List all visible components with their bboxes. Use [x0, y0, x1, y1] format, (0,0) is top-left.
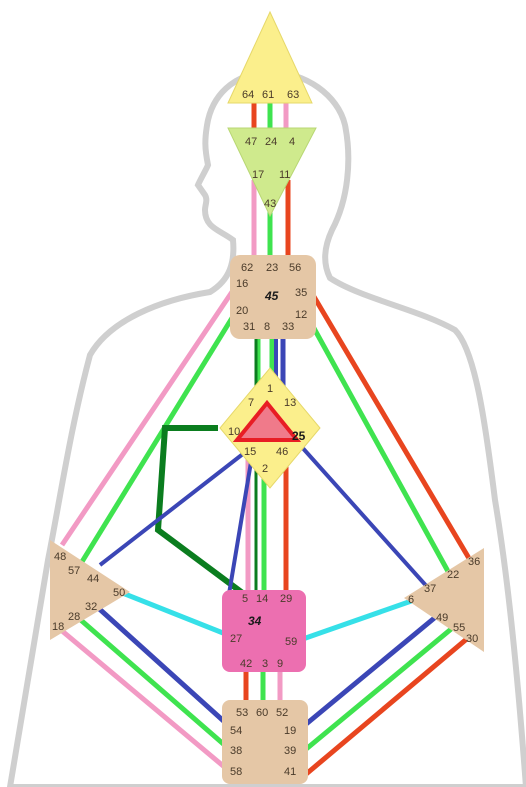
gate-label: 8: [264, 321, 270, 333]
gate-label: 5: [242, 593, 248, 605]
gate-label: 6: [408, 594, 414, 606]
gate-label: 15: [244, 446, 256, 458]
gate-label: 16: [236, 278, 248, 290]
gate-label: 41: [284, 766, 296, 778]
gate-label: 4: [289, 136, 295, 148]
head-gates: 64 61 63: [242, 89, 299, 101]
gate-label: 64: [242, 89, 254, 101]
gate-label: 55: [453, 622, 465, 634]
gate-label: 14: [256, 593, 268, 605]
gate-label-active: 34: [248, 614, 262, 628]
gate-label: 36: [468, 556, 480, 568]
gate-label: 32: [85, 601, 97, 613]
gate-label: 2: [262, 463, 268, 475]
gate-label: 60: [256, 707, 268, 719]
gate-label: 28: [68, 611, 80, 623]
gate-label-heart: 25: [292, 429, 306, 443]
gate-label: 46: [276, 446, 288, 458]
gate-label: 30: [466, 633, 478, 645]
gate-label: 43: [264, 198, 276, 210]
gate-label: 48: [54, 551, 66, 563]
gate-label: 61: [262, 89, 274, 101]
gate-label: 23: [266, 262, 278, 274]
gate-label: 11: [279, 169, 290, 181]
gate-label: 59: [285, 636, 297, 648]
gate-label: 19: [284, 725, 296, 737]
gate-label: 31: [243, 321, 255, 333]
gate-label: 42: [240, 658, 252, 670]
gate-label-active: 45: [264, 289, 279, 303]
gate-label: 9: [277, 658, 283, 670]
gate-label: 58: [230, 766, 242, 778]
gate-label: 24: [265, 136, 277, 148]
gate-label: 20: [236, 305, 248, 317]
gate-label: 13: [284, 397, 296, 409]
gate-label: 1: [267, 383, 273, 395]
gate-label: 38: [230, 745, 242, 757]
gate-label: 29: [280, 593, 292, 605]
gate-label: 62: [241, 262, 253, 274]
gate-label: 12: [295, 309, 307, 321]
gate-label: 17: [252, 169, 264, 181]
gate-label: 3: [262, 658, 268, 670]
gate-label: 27: [230, 633, 242, 645]
gate-label: 37: [424, 583, 436, 595]
gate-label: 18: [52, 621, 64, 633]
gate-label: 10: [228, 426, 240, 438]
gate-label: 50: [113, 587, 125, 599]
gate-label: 35: [295, 287, 307, 299]
gate-label: 39: [284, 745, 296, 757]
gate-label: 63: [287, 89, 299, 101]
gate-label: 44: [87, 573, 99, 585]
gate-label: 22: [447, 569, 459, 581]
gate-label: 52: [276, 707, 288, 719]
gate-label: 54: [230, 725, 242, 737]
gate-label: 49: [436, 612, 448, 624]
gate-label: 7: [248, 397, 254, 409]
gate-label: 33: [282, 321, 294, 333]
gate-label: 47: [245, 136, 257, 148]
gate-label: 57: [68, 565, 80, 577]
gate-label: 53: [236, 707, 248, 719]
gate-label: 56: [289, 262, 301, 274]
